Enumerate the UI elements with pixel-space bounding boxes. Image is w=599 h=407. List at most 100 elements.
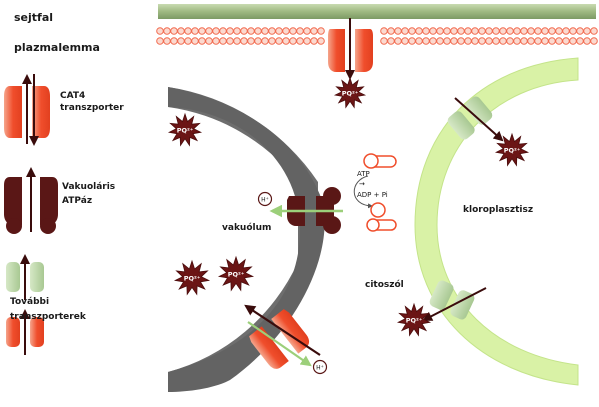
membrane-lipid	[464, 27, 472, 35]
membrane-lipid	[408, 27, 416, 35]
membrane-lipid	[198, 27, 206, 35]
membrane-lipid	[226, 37, 234, 45]
proton-lower: H⁺	[312, 359, 328, 375]
tonoplast-cat4-arrow-in	[244, 304, 321, 356]
membrane-lipid	[268, 37, 276, 45]
membrane-lipid	[464, 37, 472, 45]
membrane-lipid	[233, 37, 241, 45]
membrane-lipid	[198, 37, 206, 45]
membrane-lipid	[163, 27, 171, 35]
legend-cat4-line2: transzporter	[60, 103, 124, 113]
membrane-lipid	[541, 27, 549, 35]
membrane-lipid	[296, 27, 304, 35]
membrane-lipid	[422, 27, 430, 35]
membrane-lipid	[205, 37, 213, 45]
membrane-lipid	[492, 27, 500, 35]
plasma-cat4-transporter	[328, 18, 373, 80]
membrane-lipid	[429, 37, 437, 45]
paraquat-star: PQ²⁺	[333, 76, 367, 109]
membrane-lipid	[177, 37, 185, 45]
membrane-lipid	[184, 27, 192, 35]
membrane-lipid	[191, 27, 199, 35]
membrane-lipid	[240, 37, 248, 45]
membrane-lipid	[590, 27, 598, 35]
membrane-lipid	[457, 27, 465, 35]
paraquat-star: PQ²⁺	[217, 255, 255, 292]
membrane-lipid	[387, 37, 395, 45]
legend-other-transporters-icon	[6, 254, 44, 355]
membrane-lipid	[541, 37, 549, 45]
chloroplast-lower-arrow	[422, 287, 487, 321]
membrane-lipid	[471, 27, 479, 35]
citoszol-label: citoszól	[365, 279, 404, 290]
membrane-lipid	[394, 27, 402, 35]
atp-molecule	[363, 153, 397, 169]
tonoplast-cat4-arrow-out	[247, 321, 312, 367]
membrane-lipid	[380, 27, 388, 35]
plazmalemma-label: plazmalemma	[14, 41, 100, 54]
atp-reaction: ATP → ADP + Pi	[353, 153, 397, 232]
membrane-lipid	[590, 37, 598, 45]
membrane-lipid	[247, 27, 255, 35]
membrane-lipid	[247, 37, 255, 45]
membrane-lipid	[317, 37, 325, 45]
reaction-arrow: →	[359, 180, 365, 188]
membrane-lipid	[513, 37, 521, 45]
membrane-lipid	[471, 37, 479, 45]
membrane-lipid	[443, 27, 451, 35]
membrane-lipid	[156, 27, 164, 35]
svg-text:H⁺: H⁺	[261, 197, 269, 204]
membrane-lipid	[555, 27, 563, 35]
plasma-membrane	[156, 27, 598, 45]
membrane-lipid	[415, 27, 423, 35]
membrane-lipid	[191, 37, 199, 45]
adp-pi-label: ADP + Pi	[357, 191, 388, 199]
legend-atpase-icon	[4, 167, 58, 234]
membrane-lipid	[282, 37, 290, 45]
legend-cat4-line1: CAT4	[60, 91, 85, 101]
paraquat-star: PQ²⁺	[167, 112, 203, 147]
membrane-lipid	[555, 37, 563, 45]
legend-atpase-line2: ATPáz	[62, 196, 92, 206]
membrane-lipid	[401, 37, 409, 45]
membrane-lipid	[380, 37, 388, 45]
membrane-lipid	[205, 27, 213, 35]
membrane-lipid	[562, 27, 570, 35]
membrane-lipid	[478, 27, 486, 35]
membrane-lipid	[296, 37, 304, 45]
tonoplast-cat4-transporter	[249, 309, 310, 369]
membrane-lipid	[450, 27, 458, 35]
paraquat-label: PQ²⁺	[228, 270, 245, 278]
legend: CAT4 transzporter Vakuoláris ATPáz Továb…	[4, 74, 124, 355]
membrane-lipid	[436, 37, 444, 45]
chloroplast-membrane	[414, 57, 579, 386]
kloroplasztisz-label: kloroplasztisz	[463, 205, 533, 215]
paraquat-label: PQ²⁺	[504, 146, 521, 154]
membrane-lipid	[422, 37, 430, 45]
membrane-lipid	[457, 37, 465, 45]
membrane-lipid	[485, 27, 493, 35]
chloroplast-transporter-upper	[447, 96, 493, 140]
paraquat-star: PQ²⁺	[494, 132, 530, 167]
membrane-lipid	[254, 27, 262, 35]
membrane-lipid	[548, 37, 556, 45]
membrane-lipid	[261, 37, 269, 45]
membrane-lipid	[303, 27, 311, 35]
membrane-lipid	[450, 37, 458, 45]
membrane-lipid	[548, 27, 556, 35]
membrane-lipid	[212, 27, 220, 35]
sejtfal-label: sejtfal	[14, 11, 53, 24]
legend-atpase-line1: Vakuoláris	[62, 182, 115, 192]
adp-molecule	[366, 202, 397, 232]
cell-wall	[158, 4, 596, 19]
legend-other-line1: További	[10, 297, 49, 307]
membrane-lipid	[233, 27, 241, 35]
membrane-lipid	[576, 27, 584, 35]
membrane-lipid	[317, 27, 325, 35]
membrane-lipid	[534, 37, 542, 45]
membrane-lipid	[436, 27, 444, 35]
membrane-lipid	[170, 37, 178, 45]
svg-text:H⁺: H⁺	[316, 365, 324, 372]
membrane-lipid	[240, 27, 248, 35]
